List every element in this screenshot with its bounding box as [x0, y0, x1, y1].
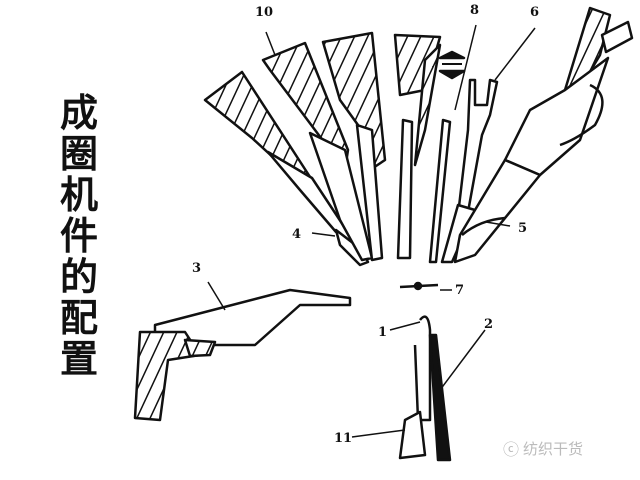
double-arrow-icon — [438, 50, 466, 80]
diagram-title: 成 圈 机 件 的 配 置 — [56, 92, 102, 379]
label-6: 6 — [530, 5, 539, 20]
tool-3rd — [321, 31, 387, 262]
label-5: 5 — [518, 221, 527, 236]
label-2: 2 — [484, 317, 493, 332]
title-char: 成 — [59, 90, 98, 135]
label-4: 4 — [292, 227, 301, 242]
watermark: ⓒ 纺织干货 — [503, 436, 583, 460]
tool-8 — [428, 118, 452, 264]
title-char: 置 — [59, 336, 98, 381]
sinker-3 — [133, 288, 352, 422]
tool-6 — [440, 78, 499, 264]
label-10: 10 — [255, 5, 273, 20]
watermark-text: 纺织干货 — [523, 439, 584, 458]
jack-2 — [428, 333, 452, 462]
leader-lines — [207, 24, 536, 438]
title-char: 的 — [59, 254, 98, 299]
label-8: 8 — [470, 3, 479, 18]
label-3: 3 — [192, 261, 201, 276]
wechat-icon: ⓒ — [503, 440, 520, 459]
label-1: 1 — [378, 325, 387, 340]
label-11: 11 — [334, 431, 352, 446]
tool-5 — [453, 6, 634, 264]
title-char: 机 — [59, 172, 98, 217]
title-char: 配 — [59, 295, 98, 340]
label-7: 7 — [455, 283, 464, 298]
needle-cam-center — [393, 33, 442, 260]
element-7 — [399, 281, 439, 291]
title-char: 件 — [59, 213, 98, 258]
needle-1 — [398, 315, 432, 460]
title-char: 圈 — [59, 131, 98, 176]
